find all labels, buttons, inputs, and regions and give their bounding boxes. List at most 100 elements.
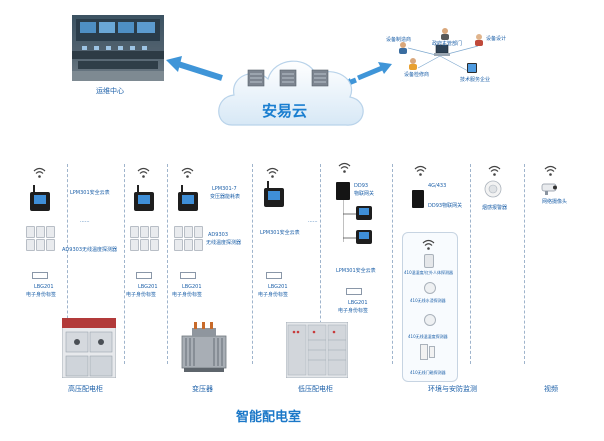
id-tag <box>32 272 48 279</box>
temp-sensor <box>194 239 203 251</box>
temp-sensor <box>150 226 159 238</box>
person-icon <box>441 28 449 40</box>
role-installer: 设备检修商 <box>404 72 430 78</box>
hv-sensor-label: AD9303无线温度探测器 <box>62 247 117 253</box>
hv-tag-code: LBG201 <box>34 284 54 290</box>
safety-cloud-meter <box>134 185 154 211</box>
column-divider <box>124 164 125 364</box>
lv2-meter-label: LPM301安全云表 <box>336 268 376 274</box>
id-tag <box>136 272 152 279</box>
ops-center-scene <box>72 19 164 81</box>
column-divider <box>167 164 168 364</box>
ops-center-label: 运维中心 <box>96 87 124 95</box>
tf-meter-label-1: LPM301-7 <box>212 186 237 192</box>
tf-meter-label-2: 变压器能耗表 <box>210 194 241 200</box>
env-s4: 410无线门磁探测器 <box>410 370 446 375</box>
smoke-detector-icon <box>484 180 502 198</box>
safety-cloud-meter <box>356 230 372 244</box>
humidity-sensor <box>424 254 434 268</box>
hv-dots: ······ <box>80 219 90 225</box>
lv2-tag-code: LBG201 <box>348 300 368 306</box>
cloud-title: 安易云 <box>262 102 308 120</box>
tf-tag-label: 电子身份标签 <box>172 292 203 298</box>
column-divider <box>392 164 393 364</box>
temp-sensor <box>130 226 139 238</box>
transformer-meter <box>178 185 198 211</box>
wifi-icon <box>338 162 351 173</box>
safety-cloud-meter <box>356 206 372 220</box>
temp-sensor <box>46 239 55 251</box>
wifi-icon <box>33 167 46 178</box>
temp-sensor <box>36 239 45 251</box>
lv-dots: ······ <box>308 219 318 225</box>
column-divider <box>470 164 471 364</box>
wifi-icon <box>488 165 501 176</box>
hv-meter-label: LPM301安全云表 <box>70 190 110 196</box>
server-icon <box>242 68 342 92</box>
temp-sensor <box>36 226 45 238</box>
wifi-icon <box>137 167 150 178</box>
temp-sensor <box>150 239 159 251</box>
env-s2: 410无线水浸探测器 <box>410 298 446 303</box>
wifi-icon <box>266 167 279 178</box>
role-owner: 政府主管部门 <box>432 41 463 47</box>
footer-title: 智能配电室 <box>236 410 302 425</box>
tf-sensor-label-2: 无线温度探测器 <box>206 240 242 246</box>
hv2-tag-label: 电子身份标签 <box>126 292 157 298</box>
transformer-image <box>181 322 227 372</box>
temp-sensor <box>26 226 35 238</box>
wifi-icon <box>544 165 557 176</box>
temp-sensor <box>184 239 193 251</box>
person-icon <box>475 34 483 46</box>
door-sensor <box>420 344 428 360</box>
env-bottom-label: 环境与安防监测 <box>428 385 477 393</box>
gateway-links <box>343 200 357 242</box>
door-sensor-magnet <box>429 346 435 358</box>
wifi-icon <box>414 165 427 176</box>
id-tag <box>180 272 196 279</box>
lv-tag-code: LBG201 <box>268 284 288 290</box>
column-divider <box>67 164 68 364</box>
temp-sensor <box>184 226 193 238</box>
safety-cloud-meter <box>264 181 284 207</box>
lv-cabinet <box>286 322 348 378</box>
lv2-tag-label: 电子身份标签 <box>338 308 369 314</box>
lv-tag-label: 电子身份标签 <box>258 292 289 298</box>
env-gw-label: DD93物联网关 <box>428 203 463 209</box>
hv-tag-label: 电子身份标签 <box>26 292 57 298</box>
tablet-icon <box>467 63 477 73</box>
column-divider <box>524 164 525 364</box>
smoke-label: 烟感报警器 <box>482 205 508 211</box>
id-tag <box>346 288 362 295</box>
temp-sensor <box>130 239 139 251</box>
temp-sensor <box>194 226 203 238</box>
temp-humidity-sensor <box>424 314 436 326</box>
column-divider <box>252 164 253 364</box>
column-divider <box>320 164 321 364</box>
hv-bottom-label: 高压配电柜 <box>68 385 103 393</box>
temp-sensor <box>46 226 55 238</box>
lv-meter-label: LPM301安全云表 <box>260 230 300 236</box>
hv2-tag-code: LBG201 <box>138 284 158 290</box>
role-service: 技术服务企业 <box>460 77 491 83</box>
role-maintainer: 设备制造商 <box>386 37 412 43</box>
id-tag <box>266 272 282 279</box>
laptop-icon <box>434 44 450 56</box>
env-gw-top: 4G/433 <box>428 183 447 189</box>
temp-sensor <box>140 226 149 238</box>
tf-bottom-label: 变压器 <box>192 385 213 393</box>
camera-icon <box>541 183 557 195</box>
tf-tag-code: LBG201 <box>182 284 202 290</box>
iot-gateway <box>336 182 350 200</box>
water-sensor <box>424 282 436 294</box>
tf-sensor-label-1: AD9303 <box>208 232 228 238</box>
iot-gateway <box>412 190 424 208</box>
wifi-icon <box>181 167 194 178</box>
person-icon <box>399 42 407 54</box>
video-bottom-label: 视频 <box>544 385 558 393</box>
temp-sensor <box>26 239 35 251</box>
env-s1: 410温湿度/红外人体探测器 <box>404 270 453 275</box>
temp-sensor <box>140 239 149 251</box>
cloud-arrows <box>166 56 392 90</box>
lv-bottom-label: 低压配电柜 <box>298 385 333 393</box>
